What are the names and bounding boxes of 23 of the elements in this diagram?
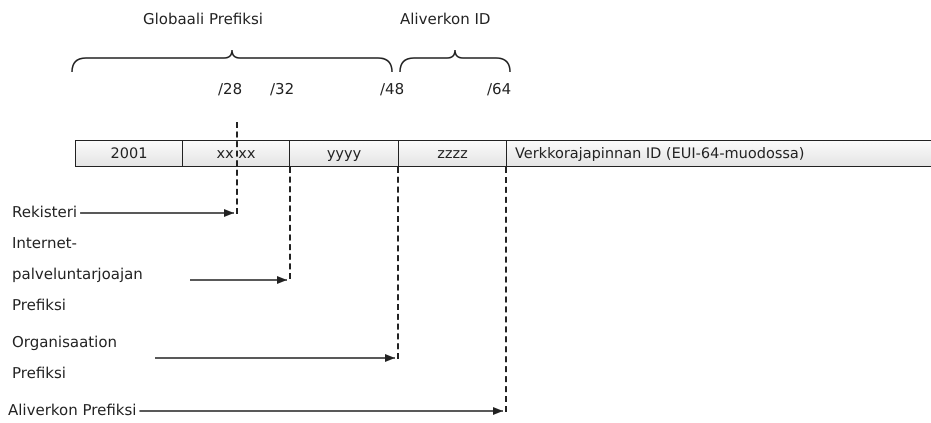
prefix-length-label: /48 xyxy=(380,80,404,98)
prefix-label: Internet-palveluntarjoajan Prefiksi xyxy=(12,228,187,321)
prefix-length-label: /28 xyxy=(218,80,242,98)
dashed-marker-line xyxy=(505,167,507,412)
dashed-marker-line xyxy=(236,122,238,214)
arrow xyxy=(155,354,395,362)
dashed-marker-line xyxy=(289,167,291,279)
address-field-cell: 2001 xyxy=(75,140,183,167)
prefix-label: Rekisteri xyxy=(12,197,78,228)
dashed-marker-line xyxy=(397,167,399,359)
address-field-cell: Verkkorajapinnan ID (EUI-64-muodossa) xyxy=(506,140,931,167)
address-field-cell: xx xx xyxy=(182,140,290,167)
arrow xyxy=(139,407,503,415)
arrow xyxy=(80,209,234,217)
prefix-label: Aliverkon Prefiksi xyxy=(8,395,136,423)
prefix-length-label: /32 xyxy=(270,80,294,98)
address-field-cell: yyyy xyxy=(289,140,399,167)
prefix-label: Organisaation Prefiksi xyxy=(12,327,152,389)
brace-label: Globaali Prefiksi xyxy=(143,10,263,28)
arrow xyxy=(190,276,287,284)
brace-label: Aliverkon ID xyxy=(400,10,490,28)
address-field-cell: zzzz xyxy=(398,140,507,167)
prefix-length-label: /64 xyxy=(487,80,512,98)
